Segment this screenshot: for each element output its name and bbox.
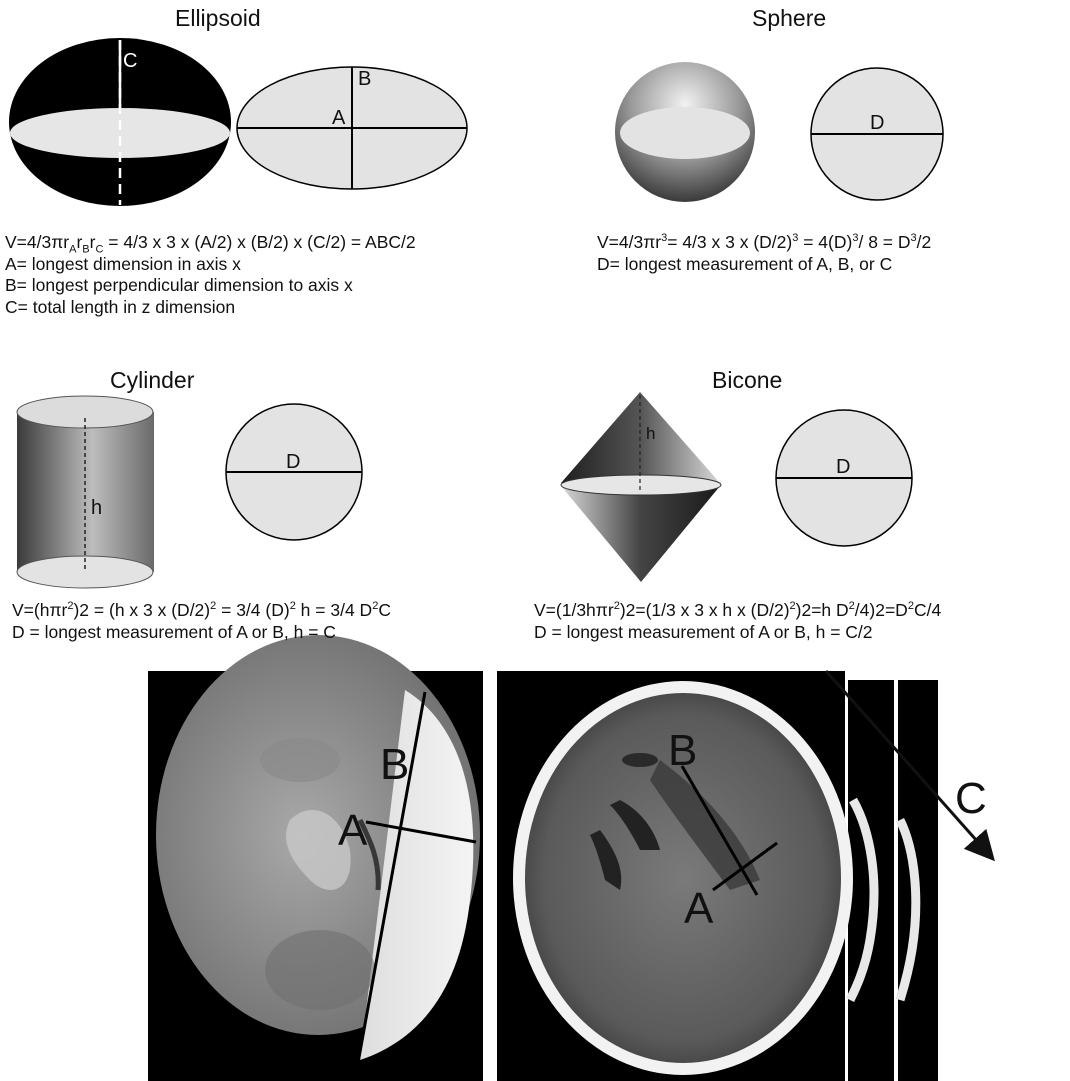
c-arrow-label: C: [955, 774, 987, 824]
ellipsoid-volume-formula: V=4/3πrArBrC = 4/3 x 3 x (A/2) x (B/2) x…: [5, 232, 416, 254]
ellipsoid-def-b: B= longest perpendicular dimension to ax…: [5, 275, 416, 297]
cylinder-d-label: D: [286, 451, 300, 474]
cylinder-h-label: h: [91, 497, 102, 520]
bicone-cross-section: [561, 475, 721, 495]
sphere-figure: [615, 62, 943, 202]
cylinder-def-d: D = longest measurement of A or B, h = C: [12, 622, 391, 644]
ellipsoid-def-c: C= total length in z dimension: [5, 297, 416, 319]
bicone-figure: [561, 392, 912, 582]
bicone-title: Bicone: [712, 367, 782, 394]
left-scan-b-label: B: [380, 740, 409, 790]
right-brain-scan: [497, 671, 985, 1081]
sphere-formula-block: V=4/3πr3= 4/3 x 3 x (D/2)3 = 4(D)3/ 8 = …: [597, 232, 931, 275]
sphere-d-label: D: [870, 112, 884, 135]
sphere-volume-formula: V=4/3πr3= 4/3 x 3 x (D/2)3 = 4(D)3/ 8 = …: [597, 232, 931, 254]
cylinder-title: Cylinder: [110, 367, 194, 394]
bicone-formula-block: V=(1/3hπr2)2=(1/3 x 3 x h x (D/2)2)2=h D…: [534, 600, 941, 643]
sphere-title: Sphere: [752, 5, 826, 32]
bicone-h-label: h: [646, 424, 655, 444]
bicone-lower-cone: [561, 486, 720, 582]
cylinder-figure: [17, 396, 362, 588]
left-scan-a-label: A: [338, 806, 367, 856]
ellipsoid-title: Ellipsoid: [175, 5, 261, 32]
cylinder-volume-formula: V=(hπr2)2 = (h x 3 x (D/2)2 = 3/4 (D)2 h…: [12, 600, 391, 622]
ellipsoid-def-a: A= longest dimension in axis x: [5, 254, 416, 276]
right-scan-b-label: B: [668, 726, 697, 776]
ellipsoid-b-label: B: [358, 68, 371, 91]
ellipsoid-c-label: C: [123, 50, 137, 73]
ellipsoid-a-label: A: [332, 107, 345, 130]
ellipsoid-cross-section: [10, 108, 230, 158]
sphere-cross-section: [620, 107, 750, 159]
left-brain-scan: [148, 635, 483, 1081]
cylinder-top: [17, 396, 153, 428]
cylinder-formula-block: V=(hπr2)2 = (h x 3 x (D/2)2 = 3/4 (D)2 h…: [12, 600, 391, 643]
bicone-volume-formula: V=(1/3hπr2)2=(1/3 x 3 x h x (D/2)2)2=h D…: [534, 600, 941, 622]
ellipsoid-figure: [9, 38, 467, 206]
right-scan-a-label: A: [684, 884, 713, 934]
bicone-def-d: D = longest measurement of A or B, h = C…: [534, 622, 941, 644]
sphere-def-d: D= longest measurement of A, B, or C: [597, 254, 931, 276]
ellipsoid-formula-block: V=4/3πrArBrC = 4/3 x 3 x (A/2) x (B/2) x…: [5, 232, 416, 318]
bicone-d-label: D: [836, 456, 850, 479]
